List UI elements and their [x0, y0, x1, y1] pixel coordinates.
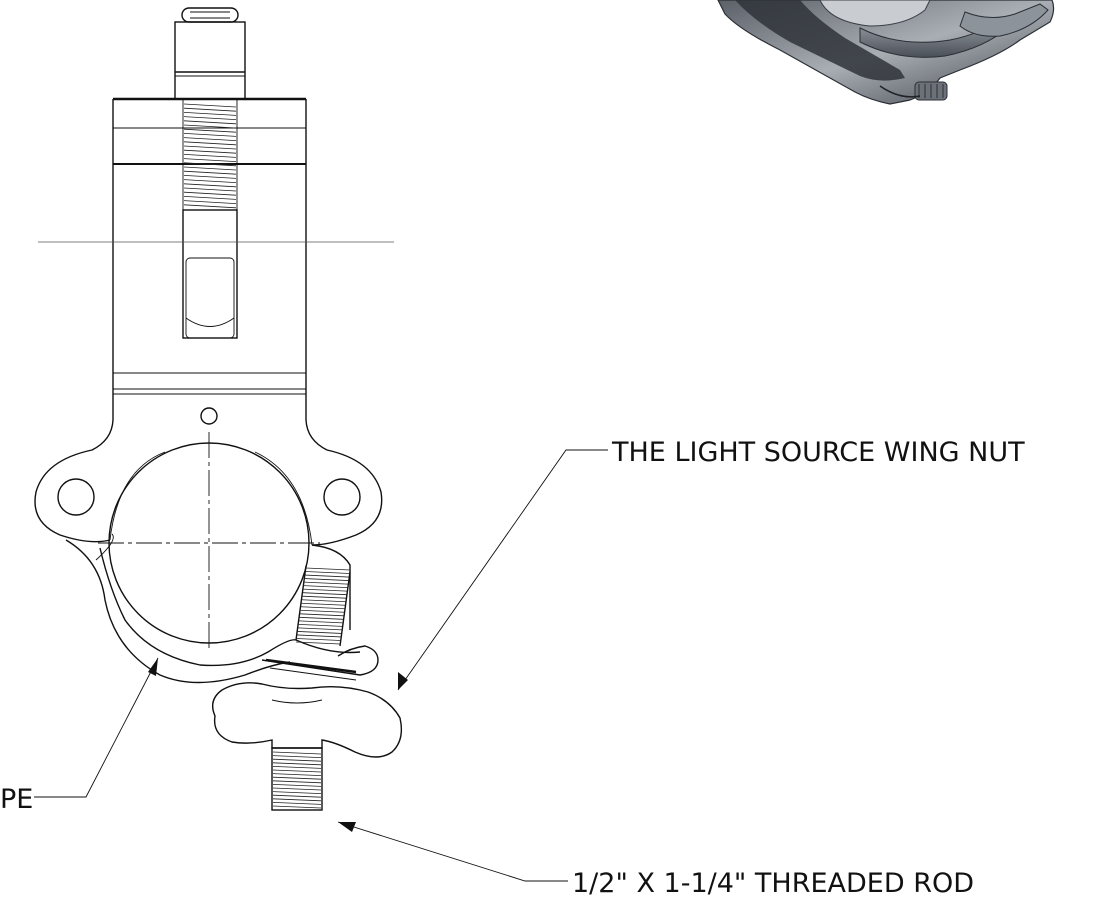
- clamp-3d-render: [717, 0, 1055, 105]
- wing-nut-callout: THE LIGHT SOURCE WING NUT: [611, 437, 1025, 468]
- threaded-rod-callout: 1/2" X 1-1/4" THREADED ROD: [572, 868, 974, 899]
- leader-lines: [34, 449, 608, 882]
- diagonal-thread: [295, 565, 351, 647]
- bolt-threads: [183, 103, 237, 209]
- clamp-body-drawing: [34, 7, 403, 811]
- pipe-callout-partial: PE: [0, 784, 33, 815]
- lower-rod-threads: [272, 751, 322, 809]
